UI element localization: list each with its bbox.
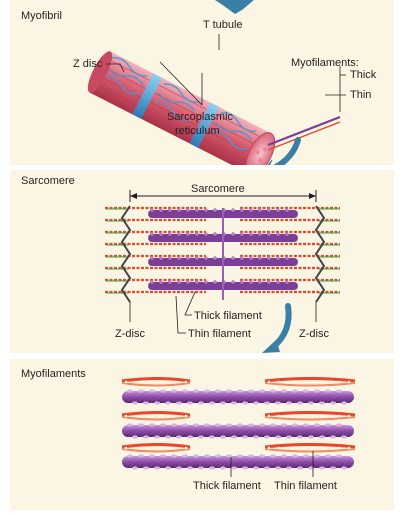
sarcomere-panel: Sarcomere Sarcomere Z-dis: [10, 170, 394, 353]
myo-thin-filament: [121, 443, 356, 453]
sarcomere-illustration: [105, 190, 340, 353]
z-disc-left-line: [120, 205, 132, 303]
t-tubule-label: T tubule: [203, 19, 243, 31]
thin-filament-label: Thin filament: [188, 328, 251, 340]
thick-filament-stub: [267, 115, 341, 147]
thin-filament-pair: [105, 206, 340, 210]
myo-thin-filament: [121, 377, 356, 387]
myofilaments-label: Myofilaments:: [291, 57, 359, 69]
myo-thick-filament: [122, 454, 354, 470]
myo-thick-filament: [122, 389, 354, 405]
myo-thin-filament: [121, 411, 356, 421]
myofibril-illustration: [87, 0, 346, 165]
z-disc-right-line: [314, 205, 326, 303]
myofilaments-illustration: [121, 377, 356, 477]
myofilaments-panel: Myofilaments Thick filament Thin filamen…: [10, 359, 394, 510]
myofilaments-title: Myofilaments: [21, 368, 86, 380]
myofibril-cylinder: [87, 51, 276, 165]
sarcoplasmic-reticulum-label-2: reticulum: [175, 125, 220, 137]
sarcomere-leaders: [129, 291, 317, 334]
thin-filament-pair: [105, 254, 340, 258]
z-disc-left-label: Z-disc: [115, 328, 145, 340]
z-disc-right-label: Z-disc: [299, 328, 329, 340]
myo-thick-filament-label: Thick filament: [193, 480, 261, 492]
myofibril-title: Myofibril: [21, 10, 62, 22]
leader-lines: [106, 34, 346, 112]
myofibril-panel: Myofibril: [10, 0, 394, 165]
thin-filament-pair: [105, 278, 340, 282]
sarcomere-title: Sarcomere: [21, 175, 75, 187]
thick-filament-label: Thick filament: [194, 310, 262, 322]
thin-filament-stub: [267, 121, 341, 151]
z-disc-label: Z disc: [73, 58, 103, 70]
thick-label: Thick: [350, 69, 377, 81]
thin-filament-pair: [105, 230, 340, 234]
thin-label: Thin: [350, 89, 372, 101]
sarcoplasmic-reticulum-label-1: Sarcoplasmic: [167, 111, 234, 123]
myo-thick-filament: [122, 423, 354, 439]
top-arrow: [215, 0, 254, 14]
myo-thin-filament-label: Thin filament: [274, 480, 337, 492]
sarcomere-span-label: Sarcomere: [191, 183, 245, 195]
